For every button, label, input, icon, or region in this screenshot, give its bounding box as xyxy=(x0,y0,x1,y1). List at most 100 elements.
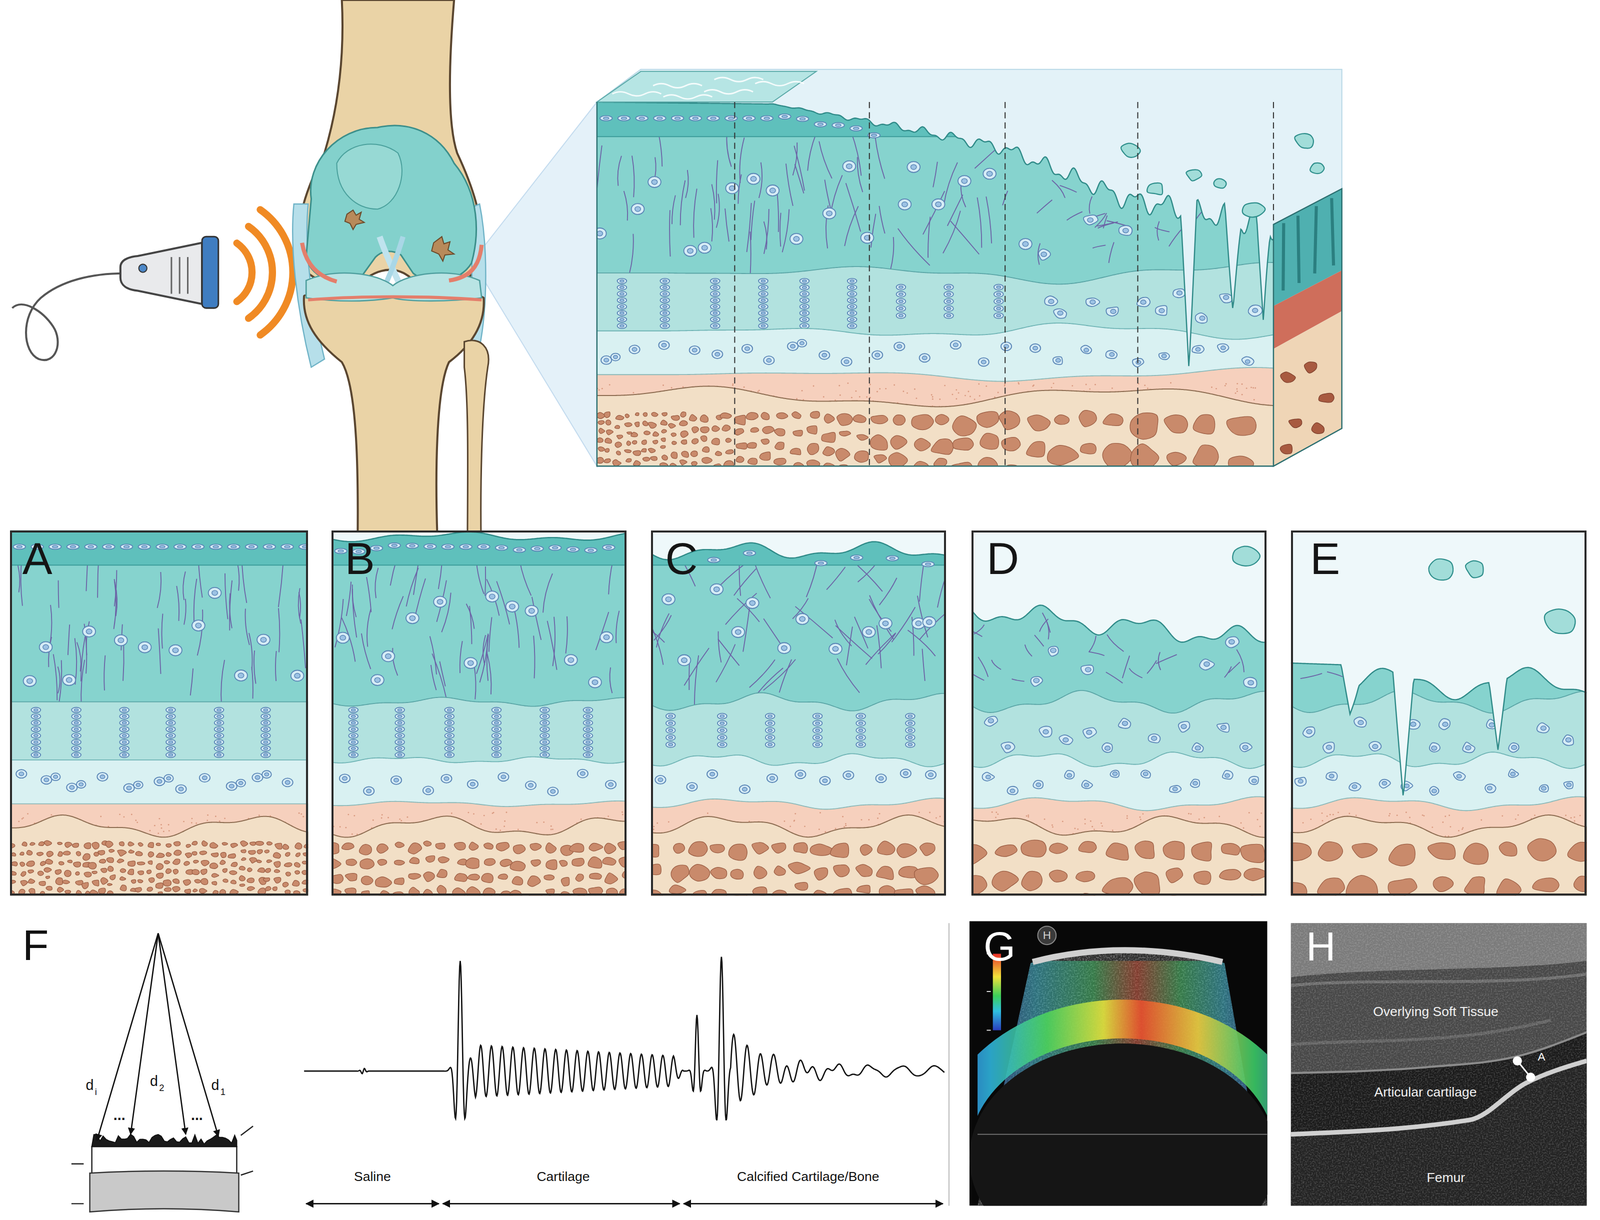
illustration-shape xyxy=(549,545,561,550)
illustration-shape xyxy=(53,654,58,700)
illustration-shape xyxy=(651,530,946,896)
illustration-shape xyxy=(263,728,268,731)
illustration-shape xyxy=(512,876,523,885)
illustration-shape xyxy=(702,447,710,453)
illustration-shape xyxy=(444,777,449,781)
illustration-shape xyxy=(166,746,176,751)
illustration-shape xyxy=(855,390,857,392)
illustration-shape xyxy=(395,720,405,725)
illustration-shape xyxy=(525,605,538,617)
illustration-shape xyxy=(1053,382,1055,384)
illustration-shape xyxy=(427,545,433,548)
illustration-shape xyxy=(917,596,928,638)
illustration-shape xyxy=(680,431,688,438)
illustration-shape xyxy=(624,191,628,221)
illustration-shape xyxy=(542,734,547,737)
illustration-shape xyxy=(712,350,723,359)
illustration-shape xyxy=(861,232,874,244)
illustration-shape xyxy=(679,420,688,426)
illustration-shape xyxy=(871,214,876,248)
illustration-shape xyxy=(20,862,25,867)
illustration-shape xyxy=(252,773,263,782)
illustration-shape xyxy=(815,736,820,739)
illustration-shape xyxy=(351,833,353,835)
illustration-shape xyxy=(597,145,602,188)
illustration-shape xyxy=(958,392,960,394)
illustration-shape xyxy=(615,425,620,429)
illustration-shape xyxy=(799,616,806,622)
illustration-shape xyxy=(137,879,143,883)
illustration-shape xyxy=(261,752,271,758)
illustration-shape xyxy=(583,726,593,732)
illustration-shape xyxy=(844,206,858,246)
illustration-shape xyxy=(534,547,540,550)
illustration-shape xyxy=(839,394,841,396)
illustration-shape xyxy=(625,414,629,418)
illustration-shape xyxy=(920,843,936,856)
illustration-shape xyxy=(969,396,971,398)
illustration-shape xyxy=(981,360,987,364)
illustration-shape xyxy=(444,726,454,732)
illustration-shape xyxy=(778,642,791,654)
illustration-shape xyxy=(102,544,115,549)
illustration-shape xyxy=(1224,666,1232,678)
illustration-shape xyxy=(139,264,147,272)
illustration-shape xyxy=(792,411,801,419)
illustration-shape xyxy=(1080,443,1097,454)
illustration-shape xyxy=(395,726,405,732)
illustration-shape xyxy=(597,102,1274,466)
illustration-shape xyxy=(473,813,475,815)
illustration-shape xyxy=(263,544,276,549)
illustration-shape xyxy=(1236,649,1244,672)
illustration-shape xyxy=(166,707,176,713)
illustration-shape xyxy=(1053,356,1063,365)
illustration-shape xyxy=(438,856,450,863)
illustration-shape xyxy=(263,709,268,712)
illustration-shape xyxy=(790,344,796,349)
illustration-shape xyxy=(1318,393,1334,403)
illustration-shape xyxy=(634,422,639,427)
illustration-shape xyxy=(1004,385,1006,387)
illustration-shape xyxy=(603,635,610,640)
illustration-shape xyxy=(540,726,550,732)
illustration-shape xyxy=(467,812,469,814)
illustration-shape xyxy=(245,608,250,645)
illustration-shape xyxy=(168,747,173,750)
illustration-shape xyxy=(536,822,538,824)
illustration-shape xyxy=(480,823,482,825)
illustration-shape xyxy=(615,415,624,420)
illustration-shape xyxy=(331,801,627,896)
illustration-shape xyxy=(119,714,129,719)
illustration-shape xyxy=(444,707,454,713)
illustration-shape xyxy=(660,278,670,284)
illustration-shape xyxy=(519,561,531,596)
illustration-shape xyxy=(394,778,399,782)
illustration-shape xyxy=(261,726,271,732)
illustration-shape xyxy=(735,629,741,635)
illustration-shape xyxy=(707,557,720,563)
illustration-shape xyxy=(700,427,710,433)
illustration-shape xyxy=(10,530,308,565)
illustration-shape xyxy=(977,197,982,248)
illustration-shape xyxy=(494,734,499,737)
illustration-shape xyxy=(734,102,735,466)
illustration-shape xyxy=(952,416,977,436)
illustration-shape xyxy=(1005,745,1011,750)
illustration-shape xyxy=(51,773,61,781)
illustration-shape xyxy=(794,813,796,815)
illustration-shape xyxy=(222,868,227,873)
illustration-shape xyxy=(120,544,133,549)
illustration-shape xyxy=(31,733,41,738)
illustration-shape xyxy=(1304,362,1317,373)
illustration-shape xyxy=(752,842,769,854)
illustration-shape xyxy=(128,861,136,867)
illustration-shape xyxy=(759,452,771,461)
illustration-shape xyxy=(1211,386,1213,388)
illustration-shape xyxy=(720,413,732,419)
illustration-shape xyxy=(774,428,785,436)
illustration-shape xyxy=(122,721,126,724)
illustration-shape xyxy=(444,739,454,745)
illustration-shape xyxy=(154,825,156,827)
illustration-shape xyxy=(215,815,217,817)
illustration-shape xyxy=(1109,242,1114,263)
